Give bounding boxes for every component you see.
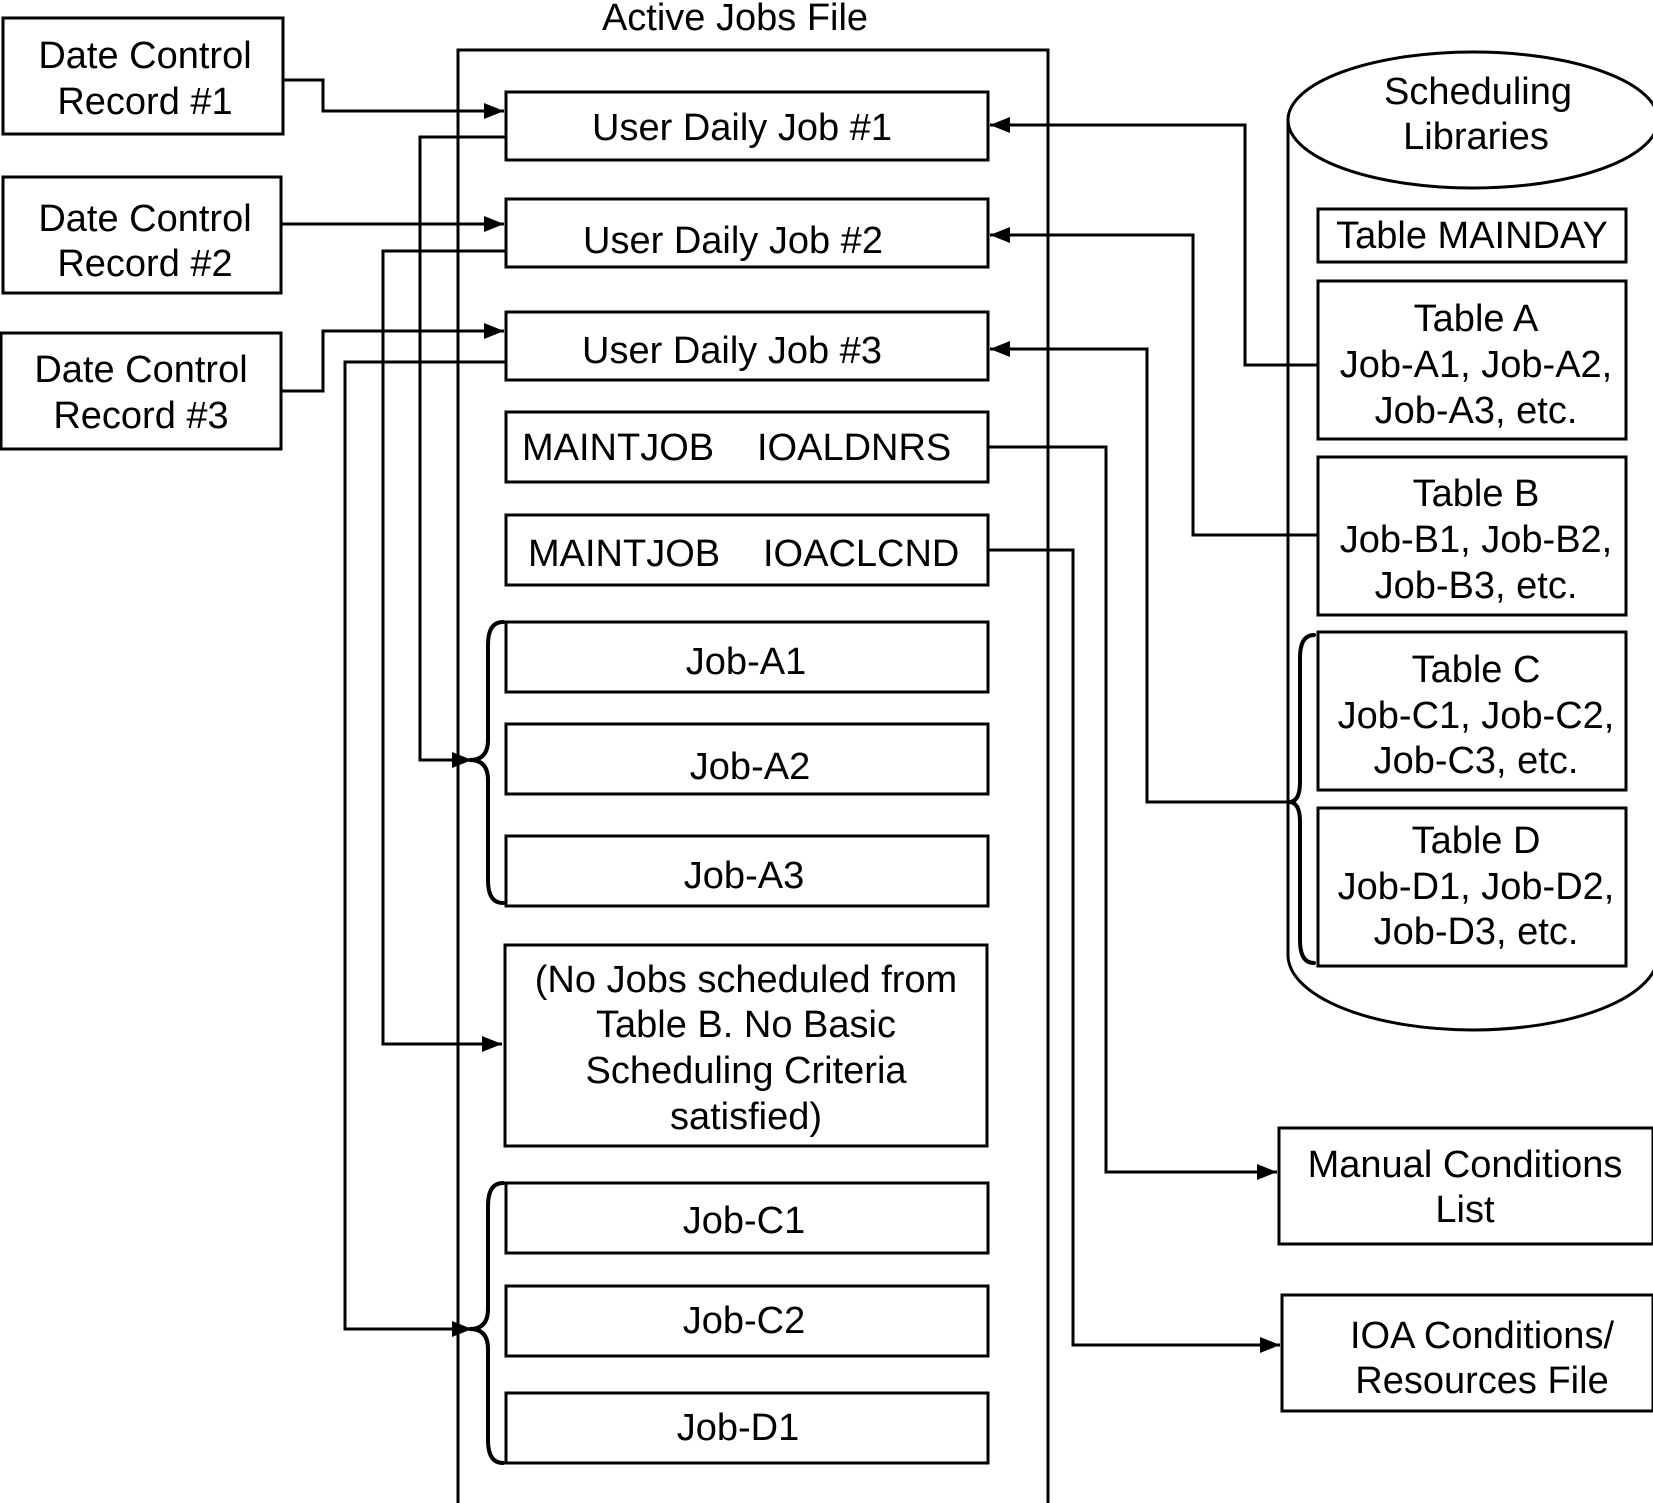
table-c-line1: Job-C1, Job-C2, <box>1338 695 1615 737</box>
arrow-ioaclcnd-to-ioa-conditions <box>988 548 1280 1353</box>
user-daily-job-2: User Daily Job #2 <box>504 197 990 269</box>
arrow-udj1-to-job-a-group <box>418 135 506 768</box>
table-b-line1: Job-B1, Job-B2, <box>1340 519 1612 561</box>
date-control-record-1: Date Control Record #1 <box>1 16 285 136</box>
no-jobs-note: (No Jobs scheduled from Table B. No Basi… <box>503 943 989 1148</box>
ioa-conditions-resources-file: IOA Conditions/ Resources File <box>1280 1293 1653 1413</box>
active-jobs-file-title: Active Jobs File <box>602 0 868 39</box>
date-control-record-3-line2: Record #3 <box>53 395 228 437</box>
arrow-dcr1-to-udj1 <box>283 78 504 119</box>
manual-conditions-list: Manual Conditions List <box>1277 1126 1653 1246</box>
date-control-record-2-line2: Record #2 <box>57 243 232 285</box>
date-control-record-2: Date Control Record #2 <box>1 175 283 295</box>
table-b-name: Table B <box>1413 473 1540 515</box>
no-jobs-note-line4: satisfied) <box>670 1096 822 1138</box>
job-c1: Job-C1 <box>504 1181 990 1255</box>
job-a2: Job-A2 <box>504 722 990 796</box>
ioa-conditions-line1: IOA Conditions/ <box>1350 1315 1614 1357</box>
maintjob-ioaclcnd: MAINTJOB IOACLCND <box>504 513 990 587</box>
maintjob-ioaldnrs-label: MAINTJOB <box>522 427 714 469</box>
scheduling-libraries-title-1: Scheduling <box>1384 71 1572 113</box>
job-d1: Job-D1 <box>504 1391 990 1465</box>
table-b: Table B Job-B1, Job-B2, Job-B3, etc. <box>1316 455 1628 617</box>
manual-conditions-line2: List <box>1435 1189 1495 1231</box>
manual-conditions-line1: Manual Conditions <box>1308 1144 1623 1186</box>
job-a3: Job-A3 <box>504 834 990 908</box>
date-control-record-3: Date Control Record #3 <box>0 331 283 451</box>
maintjob-ioaldnrs-name: IOALDNRS <box>757 427 951 469</box>
table-mainday-label: Table MAINDAY <box>1336 215 1608 257</box>
job-a3-label: Job-A3 <box>684 855 804 897</box>
table-c-name: Table C <box>1412 649 1541 691</box>
job-c1-label: Job-C1 <box>683 1200 806 1242</box>
user-daily-job-3: User Daily Job #3 <box>504 310 990 382</box>
arrow-table-cd-to-udj3 <box>990 341 1289 804</box>
job-a1: Job-A1 <box>504 620 990 694</box>
arrow-ioaldnrs-to-manual-conditions <box>988 445 1277 1180</box>
table-a-line1: Job-A1, Job-A2, <box>1340 344 1612 386</box>
no-jobs-note-line2: Table B. No Basic <box>596 1004 896 1046</box>
date-control-record-3-line1: Date Control <box>34 349 247 391</box>
user-daily-job-3-label: User Daily Job #3 <box>582 330 882 372</box>
ioa-conditions-line2: Resources File <box>1355 1360 1608 1402</box>
user-daily-job-2-label: User Daily Job #2 <box>583 220 883 262</box>
date-control-record-1-line1: Date Control <box>38 35 251 77</box>
table-d-line1: Job-D1, Job-D2, <box>1338 866 1615 908</box>
arrow-table-b-to-udj2 <box>990 227 1318 537</box>
table-a: Table A Job-A1, Job-A2, Job-A3, etc. <box>1316 279 1628 441</box>
job-d1-label: Job-D1 <box>677 1407 800 1449</box>
table-a-line2: Job-A3, etc. <box>1375 390 1578 432</box>
date-control-record-1-line2: Record #1 <box>57 81 232 123</box>
arrow-udj3-to-job-c-group <box>343 360 506 1337</box>
table-b-line2: Job-B3, etc. <box>1375 565 1578 607</box>
user-daily-job-1: User Daily Job #1 <box>504 90 990 162</box>
table-c: Table C Job-C1, Job-C2, Job-C3, etc. <box>1316 630 1628 792</box>
table-d-name: Table D <box>1412 820 1541 862</box>
table-mainday: Table MAINDAY <box>1316 207 1628 264</box>
job-c2-label: Job-C2 <box>683 1300 806 1342</box>
job-a2-label: Job-A2 <box>690 746 810 788</box>
maintjob-ioaclcnd-label: MAINTJOB <box>528 533 720 575</box>
table-a-name: Table A <box>1414 298 1539 340</box>
user-daily-job-1-label: User Daily Job #1 <box>592 107 892 149</box>
job-a1-label: Job-A1 <box>686 641 806 683</box>
arrow-udj2-to-no-jobs-note <box>381 249 506 1052</box>
date-control-record-2-line1: Date Control <box>38 198 251 240</box>
arrow-dcr3-to-udj3 <box>281 323 504 393</box>
maintjob-ioaldnrs: MAINTJOB IOALDNRS <box>504 410 990 484</box>
no-jobs-note-line1: (No Jobs scheduled from <box>535 959 957 1001</box>
arrow-table-a-to-udj1 <box>990 117 1318 367</box>
scheduling-libraries-title-2: Libraries <box>1403 116 1549 158</box>
maintjob-ioaclcnd-name: IOACLCND <box>763 533 959 575</box>
job-c2: Job-C2 <box>504 1284 990 1358</box>
table-c-line2: Job-C3, etc. <box>1374 740 1579 782</box>
no-jobs-note-line3: Scheduling Criteria <box>585 1050 907 1092</box>
table-d: Table D Job-D1, Job-D2, Job-D3, etc. <box>1316 806 1628 968</box>
table-d-line2: Job-D3, etc. <box>1374 911 1579 953</box>
